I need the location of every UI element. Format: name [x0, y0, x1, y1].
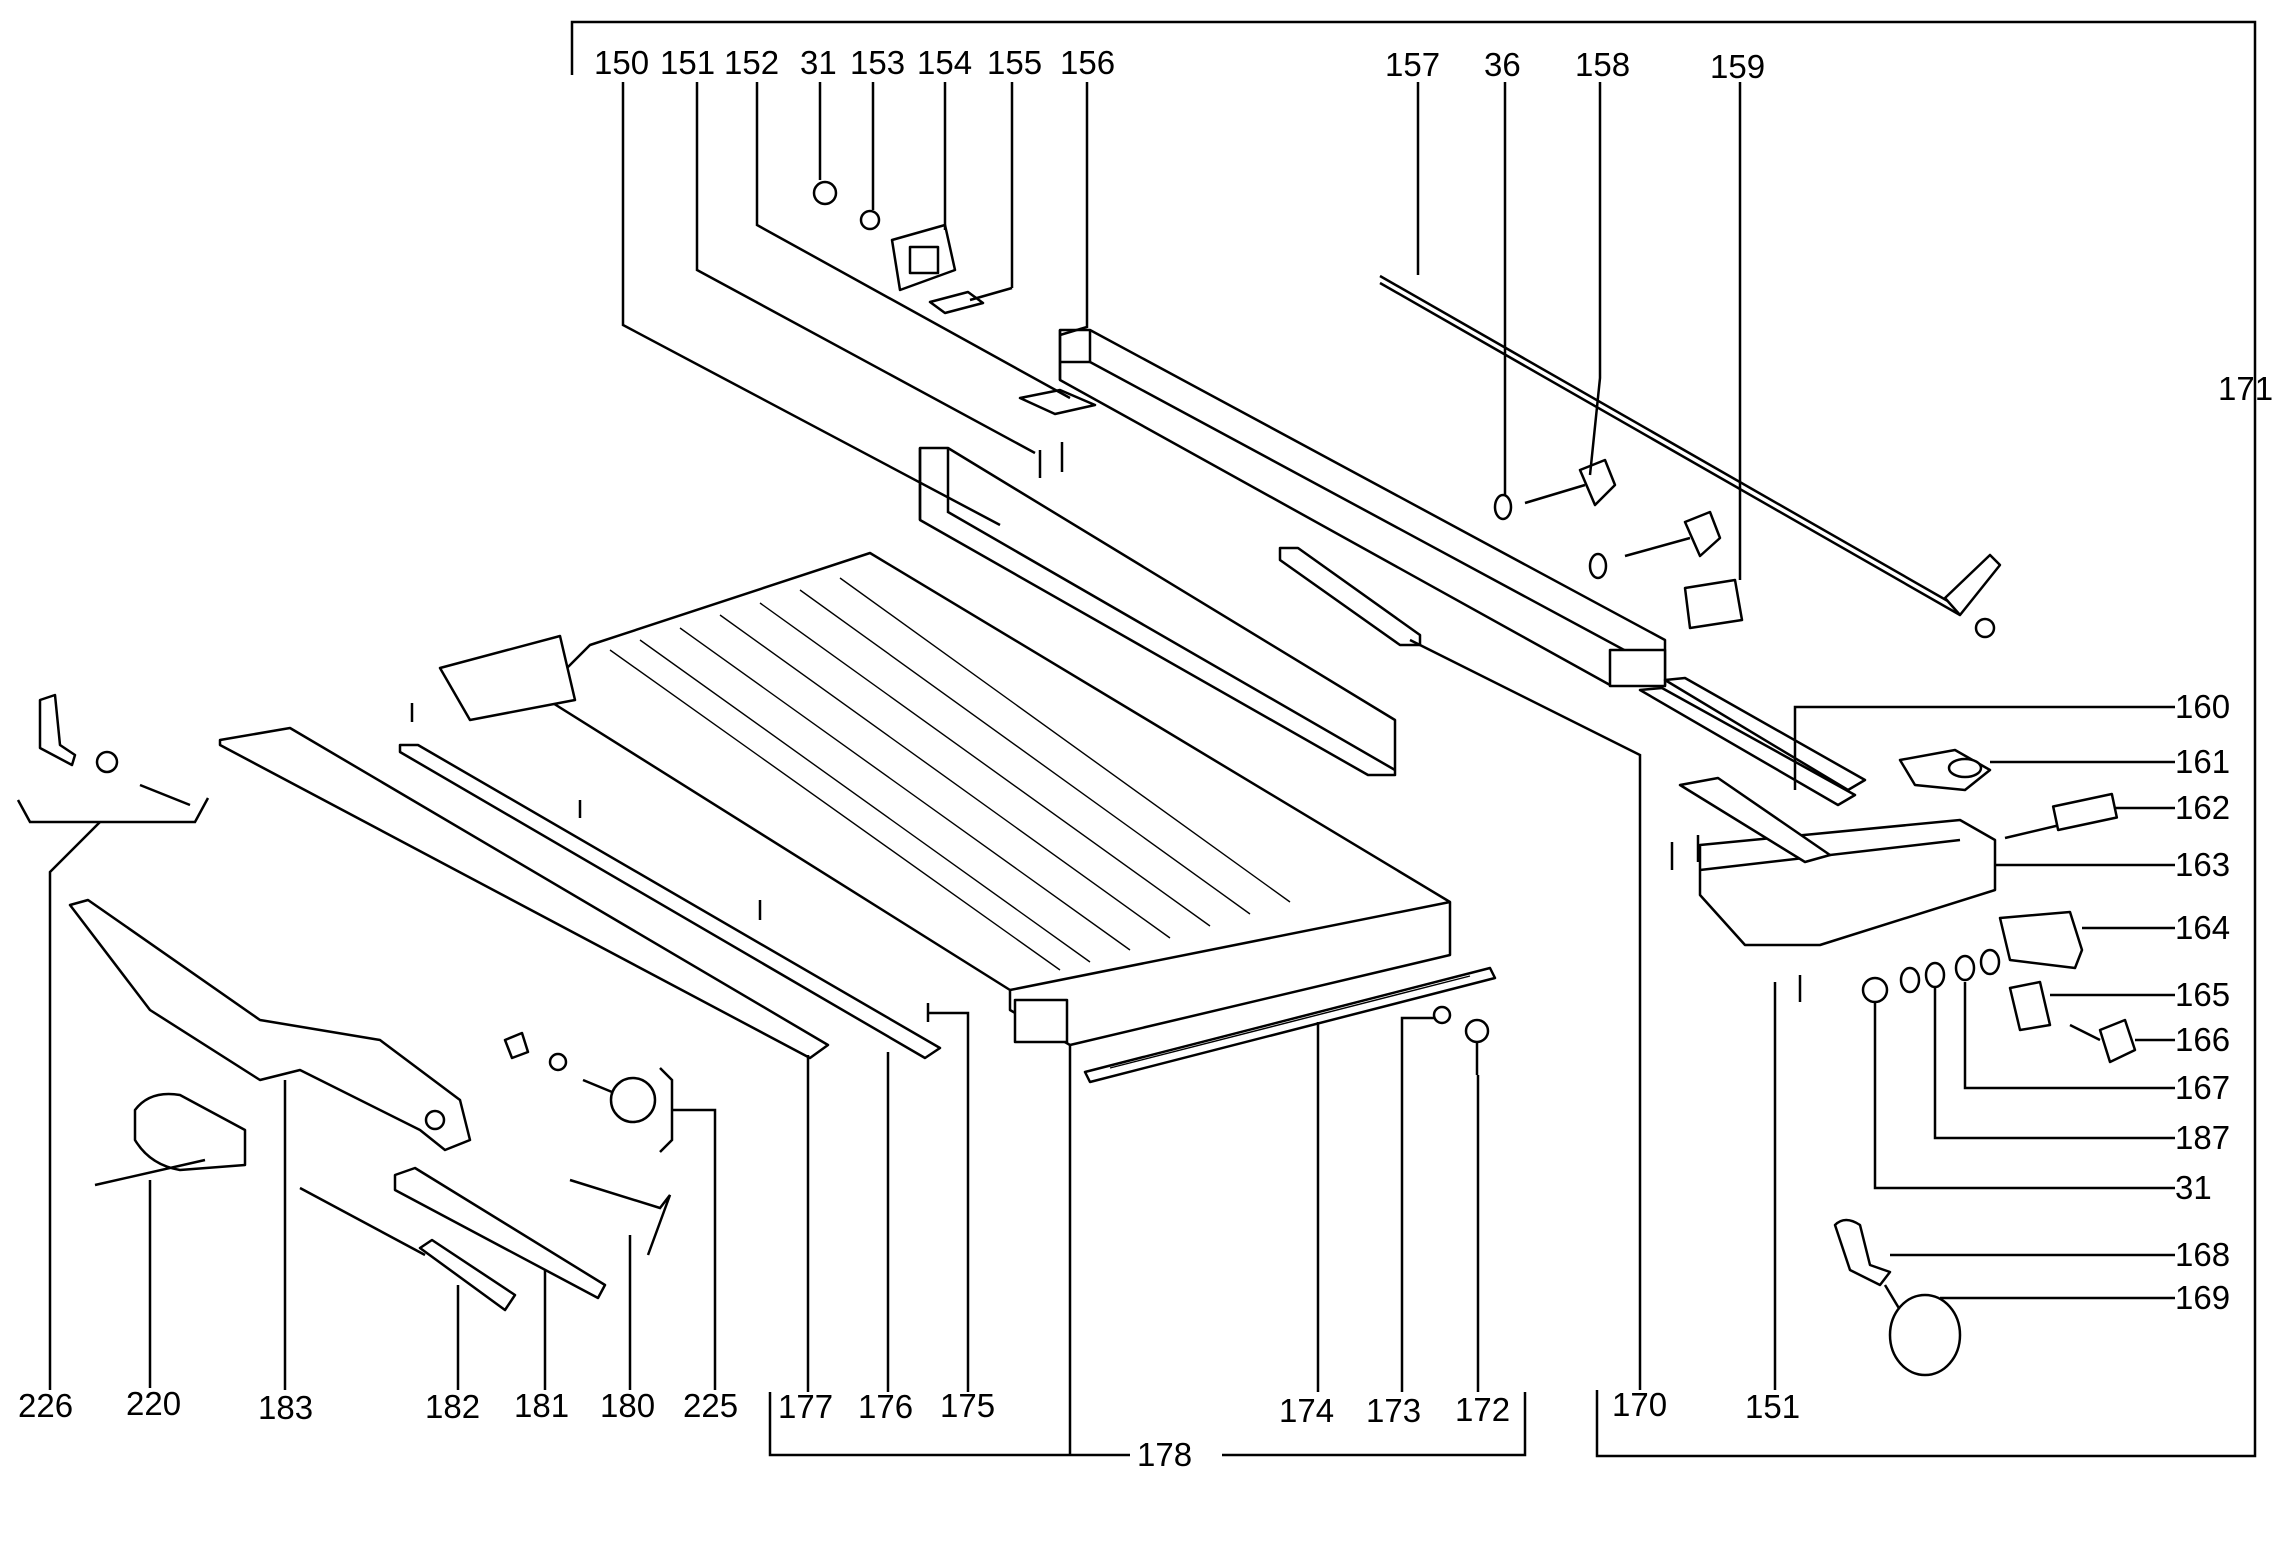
label-172: 172 — [1455, 1391, 1510, 1428]
label-180: 180 — [600, 1387, 655, 1424]
part-159-block — [1683, 578, 1744, 630]
part-36-washer — [1493, 493, 1608, 580]
part-table-top — [438, 551, 1452, 1047]
part-226-bracket — [16, 693, 210, 824]
label-160: 160 — [2175, 688, 2230, 725]
part-164-clamp — [1998, 910, 2084, 970]
label-182: 182 — [425, 1388, 480, 1425]
part-150-rail — [918, 446, 1397, 777]
label-31-right: 31 — [2175, 1169, 2212, 1206]
label-167: 167 — [2175, 1069, 2230, 1106]
bracket-171 — [570, 20, 2257, 1458]
part-174-scale — [1083, 966, 1497, 1084]
label-169: 169 — [2175, 1279, 2230, 1316]
part-183-push-stick — [68, 898, 472, 1152]
part-162-threaded-rod — [2004, 792, 2119, 840]
part-157-rod — [1379, 274, 2002, 639]
part-washers-167-187-31 — [1861, 948, 2001, 1004]
part-166-knob — [2069, 1018, 2137, 1064]
part-172-screw — [1464, 1018, 1490, 1075]
label-175: 175 — [940, 1387, 995, 1424]
label-155: 155 — [987, 44, 1042, 81]
label-171: 171 — [2218, 370, 2273, 407]
part-160-strip — [1638, 676, 1867, 807]
label-163: 163 — [2175, 846, 2230, 883]
part-161-clip — [1898, 748, 1992, 792]
label-152: 152 — [724, 44, 779, 81]
part-169-knob — [1883, 1284, 1962, 1377]
label-226: 226 — [18, 1387, 73, 1424]
label-158: 158 — [1575, 46, 1630, 83]
part-220-guard — [94, 1092, 247, 1187]
part-labels: 150 151 152 31 153 154 155 156 157 36 15… — [18, 44, 2273, 1473]
part-225-knob — [503, 1031, 674, 1153]
label-220: 220 — [126, 1385, 181, 1422]
label-176: 176 — [858, 1388, 913, 1425]
label-164: 164 — [2175, 909, 2230, 946]
label-178: 178 — [1137, 1436, 1192, 1473]
label-150: 150 — [594, 44, 649, 81]
label-166: 166 — [2175, 1021, 2230, 1058]
part-177-rail — [218, 726, 830, 1060]
part-31-nut-top — [812, 180, 838, 206]
label-174: 174 — [1279, 1392, 1334, 1429]
part-163-slider — [1678, 776, 1997, 947]
label-151-bottom: 151 — [1745, 1388, 1800, 1425]
label-161: 161 — [2175, 743, 2230, 780]
label-165: 165 — [2175, 976, 2230, 1013]
part-182-screwdriver — [299, 1186, 517, 1312]
part-156-square-tube — [1058, 328, 1667, 688]
label-156: 156 — [1060, 44, 1115, 81]
label-159: 159 — [1710, 48, 1765, 85]
label-31-top: 31 — [800, 44, 837, 81]
label-162: 162 — [2175, 789, 2230, 826]
part-173-pin — [1432, 1005, 1452, 1025]
part-152-plate — [1018, 388, 1097, 478]
part-168-clip — [1833, 1218, 1892, 1287]
part-153-washer — [859, 209, 881, 231]
bracket-178 — [768, 1020, 1527, 1457]
leader-lines — [48, 82, 2175, 1392]
part-181-spanner — [393, 1166, 607, 1300]
label-183: 183 — [258, 1389, 313, 1426]
label-170: 170 — [1612, 1386, 1667, 1423]
label-151: 151 — [660, 44, 715, 81]
label-157: 157 — [1385, 46, 1440, 83]
label-225: 225 — [683, 1387, 738, 1424]
label-154: 154 — [917, 44, 972, 81]
part-155-plate — [928, 290, 985, 315]
label-173: 173 — [1366, 1392, 1421, 1429]
part-180-hex-key — [569, 1178, 672, 1256]
part-176-rail — [398, 743, 942, 1060]
label-153: 153 — [850, 44, 905, 81]
part-154-bracket — [890, 223, 957, 292]
label-36: 36 — [1484, 46, 1521, 83]
label-168: 168 — [2175, 1236, 2230, 1273]
label-187: 187 — [2175, 1119, 2230, 1156]
part-158-knob — [1524, 458, 1722, 558]
part-151-screws — [1670, 835, 1802, 1010]
part-165-clamp — [2008, 980, 2052, 1032]
label-177: 177 — [778, 1388, 833, 1425]
label-181: 181 — [514, 1387, 569, 1424]
